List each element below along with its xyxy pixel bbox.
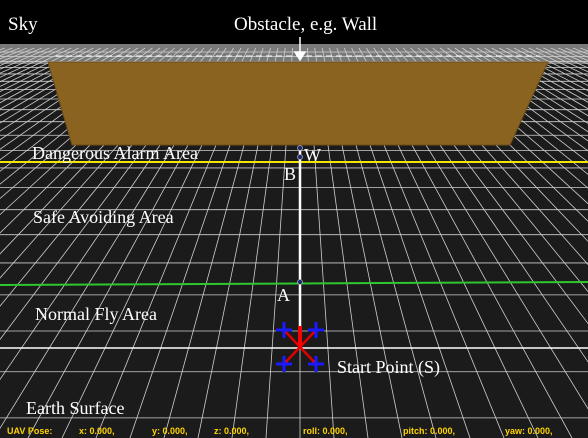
uav-pose-readout: UAV Pose: x: 0.000, y: 0.000, z: 0.000, … [7,426,553,436]
waypoint-w-marker [297,145,303,151]
drone-icon [276,322,324,372]
down-arrow-icon [293,37,307,62]
waypoint-a-label: A [277,285,290,305]
waypoint-b-marker [297,154,303,160]
grid-depth-line [447,47,588,152]
grid-depth-line [454,47,588,142]
pose-roll: roll: 0.000, [303,426,348,436]
horizon-band [0,44,588,64]
pose-yaw: yaw: 0.000, [505,426,553,436]
obstacle-wall [47,61,549,146]
obstacle-label: Obstacle, e.g. Wall [234,14,377,35]
grid-depth-line [0,47,146,150]
normal-area-label: Normal Fly Area [35,304,157,324]
grid-depth-line [461,47,588,133]
pose-z: z: 0.000, [214,426,249,436]
grid-depth-line [0,47,131,132]
waypoint-a-marker [297,279,303,285]
safe-area-label: Safe Avoiding Area [33,207,174,227]
safe-line [0,281,588,286]
waypoint-b-label: B [284,164,296,184]
start-point-label: Start Point (S) [337,357,440,378]
grid-depth-line [0,47,139,141]
sky-label: Sky [8,14,38,35]
waypoint-w-label: W [304,145,321,165]
pose-y: y: 0.000, [152,426,188,436]
sky-area [0,0,588,44]
earth-surface-label: Earth Surface [26,398,124,418]
grid-depth-line [469,47,588,124]
pose-x: x: 0.000, [79,426,115,436]
grid-depth-line [476,47,588,117]
grid-depth-line [0,47,124,124]
grid-depth-line [0,47,116,117]
pose-label: UAV Pose: [7,426,52,436]
pose-pitch: pitch: 0.000, [403,426,455,436]
dangerous-area-label: Dangerous Alarm Area [32,143,198,163]
